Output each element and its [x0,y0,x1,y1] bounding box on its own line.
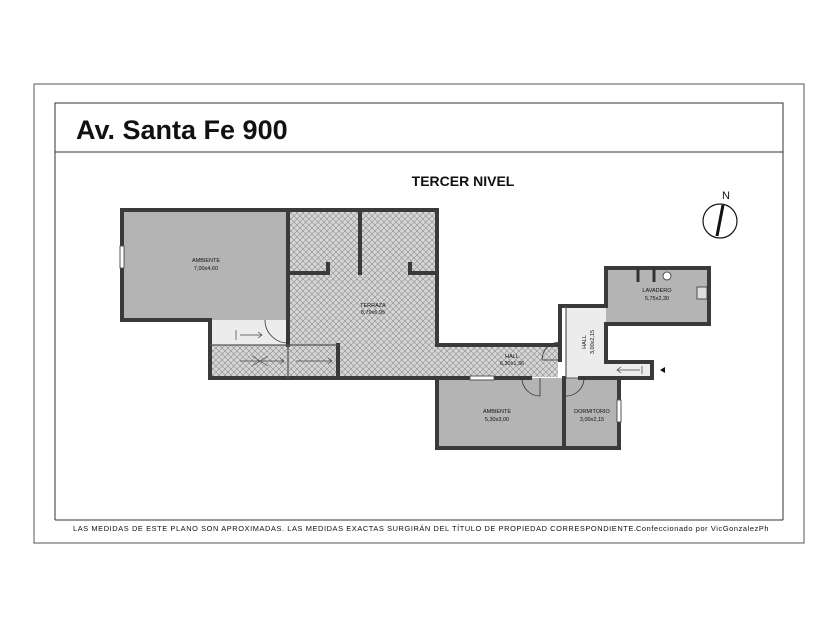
page-title: Av. Santa Fe 900 [76,115,288,145]
room-dormitorio [565,378,619,448]
doors [264,319,585,397]
room-label-dims: 8,79x6,95 [361,310,385,316]
sheet-border [33,83,805,544]
room-label-dims: 3,00x2,15 [580,417,604,423]
compass-label: N [722,190,730,202]
room-label-dims: 7,00x4,60 [194,266,218,272]
room-label-name: DORMITORIO [574,409,610,415]
credit-text: Confeccionado por VicGonzalezPh [636,524,769,533]
room-label-name: LAVADERO [642,288,672,294]
room-terraza [288,210,558,377]
entry-arrow-icon [660,367,665,373]
room-label-dims: 5,75x2,30 [645,296,669,302]
thin-partitions [210,306,567,378]
room-lavadero [606,268,709,324]
room-label-dims: 5,30x3,00 [485,417,509,423]
windows [119,245,622,423]
north-compass-icon: N [702,190,738,239]
room-labels: AMBIENTE 7,00x4,60 TERRAZA 8,79x6,95 LAV… [192,258,672,423]
room-ambiente-small [437,378,564,448]
corridor-left [210,320,288,345]
room-label-dims: 3,00x2,15 [590,330,596,354]
room-label-name: HALL [505,354,519,360]
room-ambiente-large [122,210,288,320]
lavadero-fixtures [636,268,708,300]
sliding-marks [235,330,643,374]
room-label-dims: 6,30x1,36 [500,361,524,367]
disclaimer-text: LAS MEDIDAS DE ESTE PLANO SON APROXIMADA… [73,524,637,533]
room-label-name: AMBIENTE [192,258,220,264]
room-label-name: HALL [582,335,588,349]
room-label-name: AMBIENTE [483,409,511,415]
room-label-name: TERRAZA [360,303,386,309]
level-title: TERCER NIVEL [412,173,515,189]
room-hall-vertical [566,306,606,378]
